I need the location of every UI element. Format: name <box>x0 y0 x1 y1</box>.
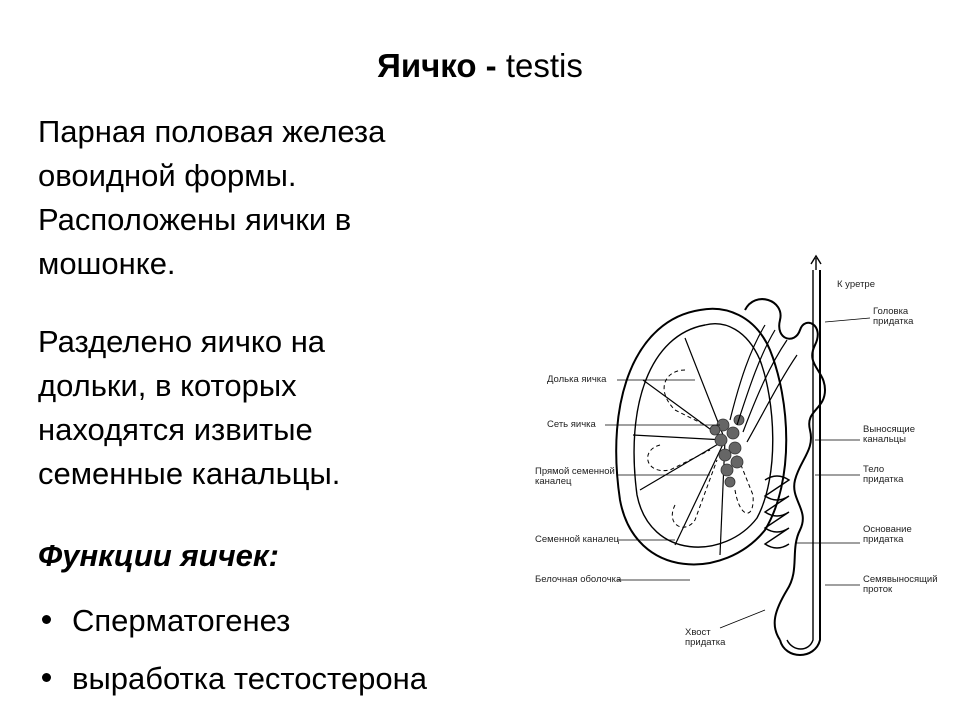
label-rete: Сеть яичка <box>547 419 596 430</box>
list-item: выработка тестостерона <box>38 650 427 708</box>
label-straight: Прямой семенной каналец <box>535 466 615 487</box>
title-latin: testis <box>505 47 583 84</box>
label-lobule: Долька яичка <box>547 374 607 385</box>
functions-heading: Функции яичек: <box>38 538 279 573</box>
label-base: Основание придатка <box>863 524 912 545</box>
label-efferent: Выносящие канальцы <box>863 424 915 445</box>
paragraph-lobules: Разделено яичко на дольки, в которых нах… <box>38 324 341 491</box>
label-seminiferous: Семенной каналец <box>535 534 620 545</box>
label-to-urethra: К уретре <box>837 279 875 290</box>
label-body: Тело придатка <box>863 464 904 485</box>
label-tail: Хвост придатка <box>685 627 726 648</box>
title-bold: Яичко - <box>377 47 497 84</box>
testis-illustration <box>605 254 871 656</box>
label-vas: Семявыносящий проток <box>863 574 938 595</box>
paragraph-description: Парная половая железа овоидной формы. Ра… <box>38 114 386 281</box>
bullet-icon <box>42 615 51 624</box>
list-item: Сперматогенез <box>38 592 427 650</box>
testis-diagram: К уретре Головка придатка Долька яичка С… <box>525 250 938 670</box>
bullet-icon <box>42 673 51 682</box>
functions-list: Сперматогенез выработка тестостерона <box>38 592 427 708</box>
slide-title: Яичко - testis <box>0 46 960 86</box>
label-head: Головка придатка <box>873 306 914 327</box>
label-albuginea: Белочная оболочка <box>535 574 622 585</box>
